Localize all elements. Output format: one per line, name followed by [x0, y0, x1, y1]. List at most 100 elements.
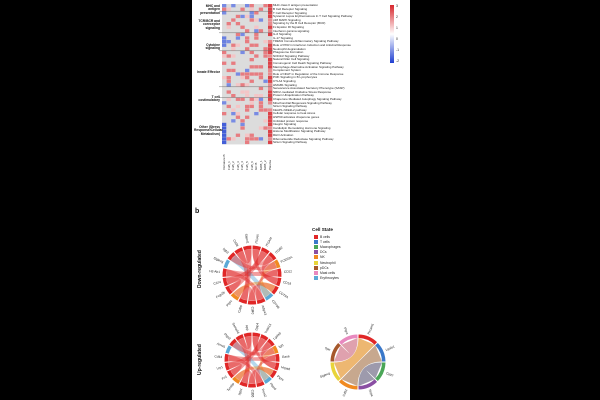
heatmap-cell	[245, 58, 250, 62]
heatmap-cell	[268, 83, 273, 87]
legend-swatch	[314, 260, 318, 265]
chord-ribbon	[237, 336, 252, 350]
colorbar-tick: -2	[396, 59, 400, 63]
heatmap-cell	[254, 68, 259, 73]
heatmap-cell	[249, 90, 254, 94]
heatmap-cell	[235, 22, 241, 26]
legend-item: DCs	[314, 250, 327, 255]
heatmap-cell	[235, 108, 241, 112]
chord-sector	[243, 332, 252, 338]
heatmap-cell	[226, 133, 231, 137]
pathway-label: Unfolded protein response	[273, 118, 309, 123]
chord-sector	[277, 268, 282, 277]
heatmap-cell	[249, 112, 254, 116]
heatmap-cell	[254, 137, 259, 141]
heatmap-cell	[240, 11, 245, 15]
chord-sector	[263, 376, 272, 384]
legend-swatch	[314, 265, 318, 270]
chord-ribbon	[252, 336, 272, 352]
heatmap-cell	[222, 4, 227, 8]
chord-ribbon	[236, 250, 249, 301]
heatmap-cell	[268, 54, 273, 58]
legend-item: Neutrophil	[314, 260, 335, 265]
heatmap-cell	[240, 108, 245, 112]
heatmap-cell	[231, 43, 236, 47]
legend-label: Neutrophil	[320, 260, 336, 265]
heatmap-cell	[268, 126, 273, 130]
chord-ribbon	[341, 345, 382, 386]
heatmap-cell	[231, 72, 236, 76]
chord-sector	[227, 252, 236, 261]
heatmap-cell	[254, 58, 259, 62]
chord-sector	[260, 334, 269, 341]
pathway-label: Neutrophil degranulation	[273, 46, 306, 51]
heatmap-cell	[254, 11, 259, 15]
legend-item: B cells	[314, 234, 330, 239]
heatmap-cell	[263, 97, 268, 101]
heatmap-cell	[263, 83, 268, 87]
heatmap-cell	[235, 54, 241, 58]
heatmap-cell	[245, 112, 250, 116]
heatmap-cell	[258, 14, 264, 19]
heatmap-cell	[222, 40, 227, 44]
heatmap-cell	[258, 83, 264, 87]
chord-ribbon	[237, 337, 250, 384]
heatmap-cell	[258, 94, 264, 98]
heatmap-cell	[235, 94, 241, 98]
heatmap-cell	[268, 122, 273, 127]
chord-sector	[232, 376, 241, 384]
heatmap-cell	[240, 76, 245, 80]
legend-swatch	[314, 239, 318, 244]
heatmap-cell	[254, 126, 259, 130]
heatmap-cell	[235, 4, 241, 8]
heatmap-cell	[258, 50, 264, 55]
heatmap-cell	[245, 104, 250, 109]
heatmap-cell	[268, 61, 273, 65]
heatmap-cell	[226, 58, 231, 62]
pathway-label: p38 MAPK Signaling	[273, 17, 301, 22]
heatmap-cell	[263, 47, 268, 51]
heatmap-cell	[268, 76, 273, 80]
heatmap-cell	[249, 54, 254, 58]
pathway-label: RHO Activation	[273, 133, 294, 137]
heatmap-cell	[245, 36, 250, 40]
heatmap-cell	[254, 65, 259, 69]
heatmap-cell	[245, 65, 250, 69]
legend-label: Erythrocytes	[320, 276, 339, 281]
heatmap-cell	[231, 140, 236, 145]
heatmap-cell	[240, 61, 245, 65]
heatmap-cell	[235, 115, 241, 119]
heatmap-cell	[258, 137, 264, 141]
category-label: T cell costimulatory	[198, 95, 220, 103]
heatmap-cell	[240, 25, 245, 29]
cell-state-chord	[330, 334, 386, 390]
pathway-label: Chaperone Mediated Autophagy Signaling P…	[273, 97, 342, 101]
heatmap-cell	[245, 54, 250, 58]
column-label: Immature B	[222, 154, 226, 171]
heatmap-cell	[268, 40, 273, 44]
chord-ribbon	[228, 354, 276, 362]
heatmap-cell	[258, 68, 264, 73]
legend-item: T cells	[314, 239, 330, 244]
heatmap-cell	[231, 25, 236, 29]
column-label: Plasma	[268, 160, 272, 171]
heatmap-cell	[235, 76, 241, 80]
heatmap-cell	[240, 94, 245, 98]
heatmap-cell	[222, 104, 227, 109]
heatmap-cell	[240, 104, 245, 109]
chord-sector	[230, 292, 240, 301]
heatmap-cell	[258, 108, 264, 112]
colorbar-tick: 3	[396, 4, 398, 8]
heatmap-cell	[226, 14, 231, 19]
up-regulated-chord	[224, 332, 280, 388]
heatmap-cell	[254, 112, 259, 116]
heatmap-cell	[245, 90, 250, 94]
chord-ribbon	[252, 249, 278, 285]
heatmap-cell	[235, 36, 241, 40]
chord-sector	[256, 381, 265, 388]
colorbar	[390, 5, 394, 63]
category-label: TCR/BCR and coreceptor signaling	[198, 19, 220, 30]
heatmap-cell	[245, 140, 250, 145]
pathway-label: Role of NFAT in Regulation of the Immune…	[273, 71, 344, 76]
chord-sector	[238, 298, 248, 304]
